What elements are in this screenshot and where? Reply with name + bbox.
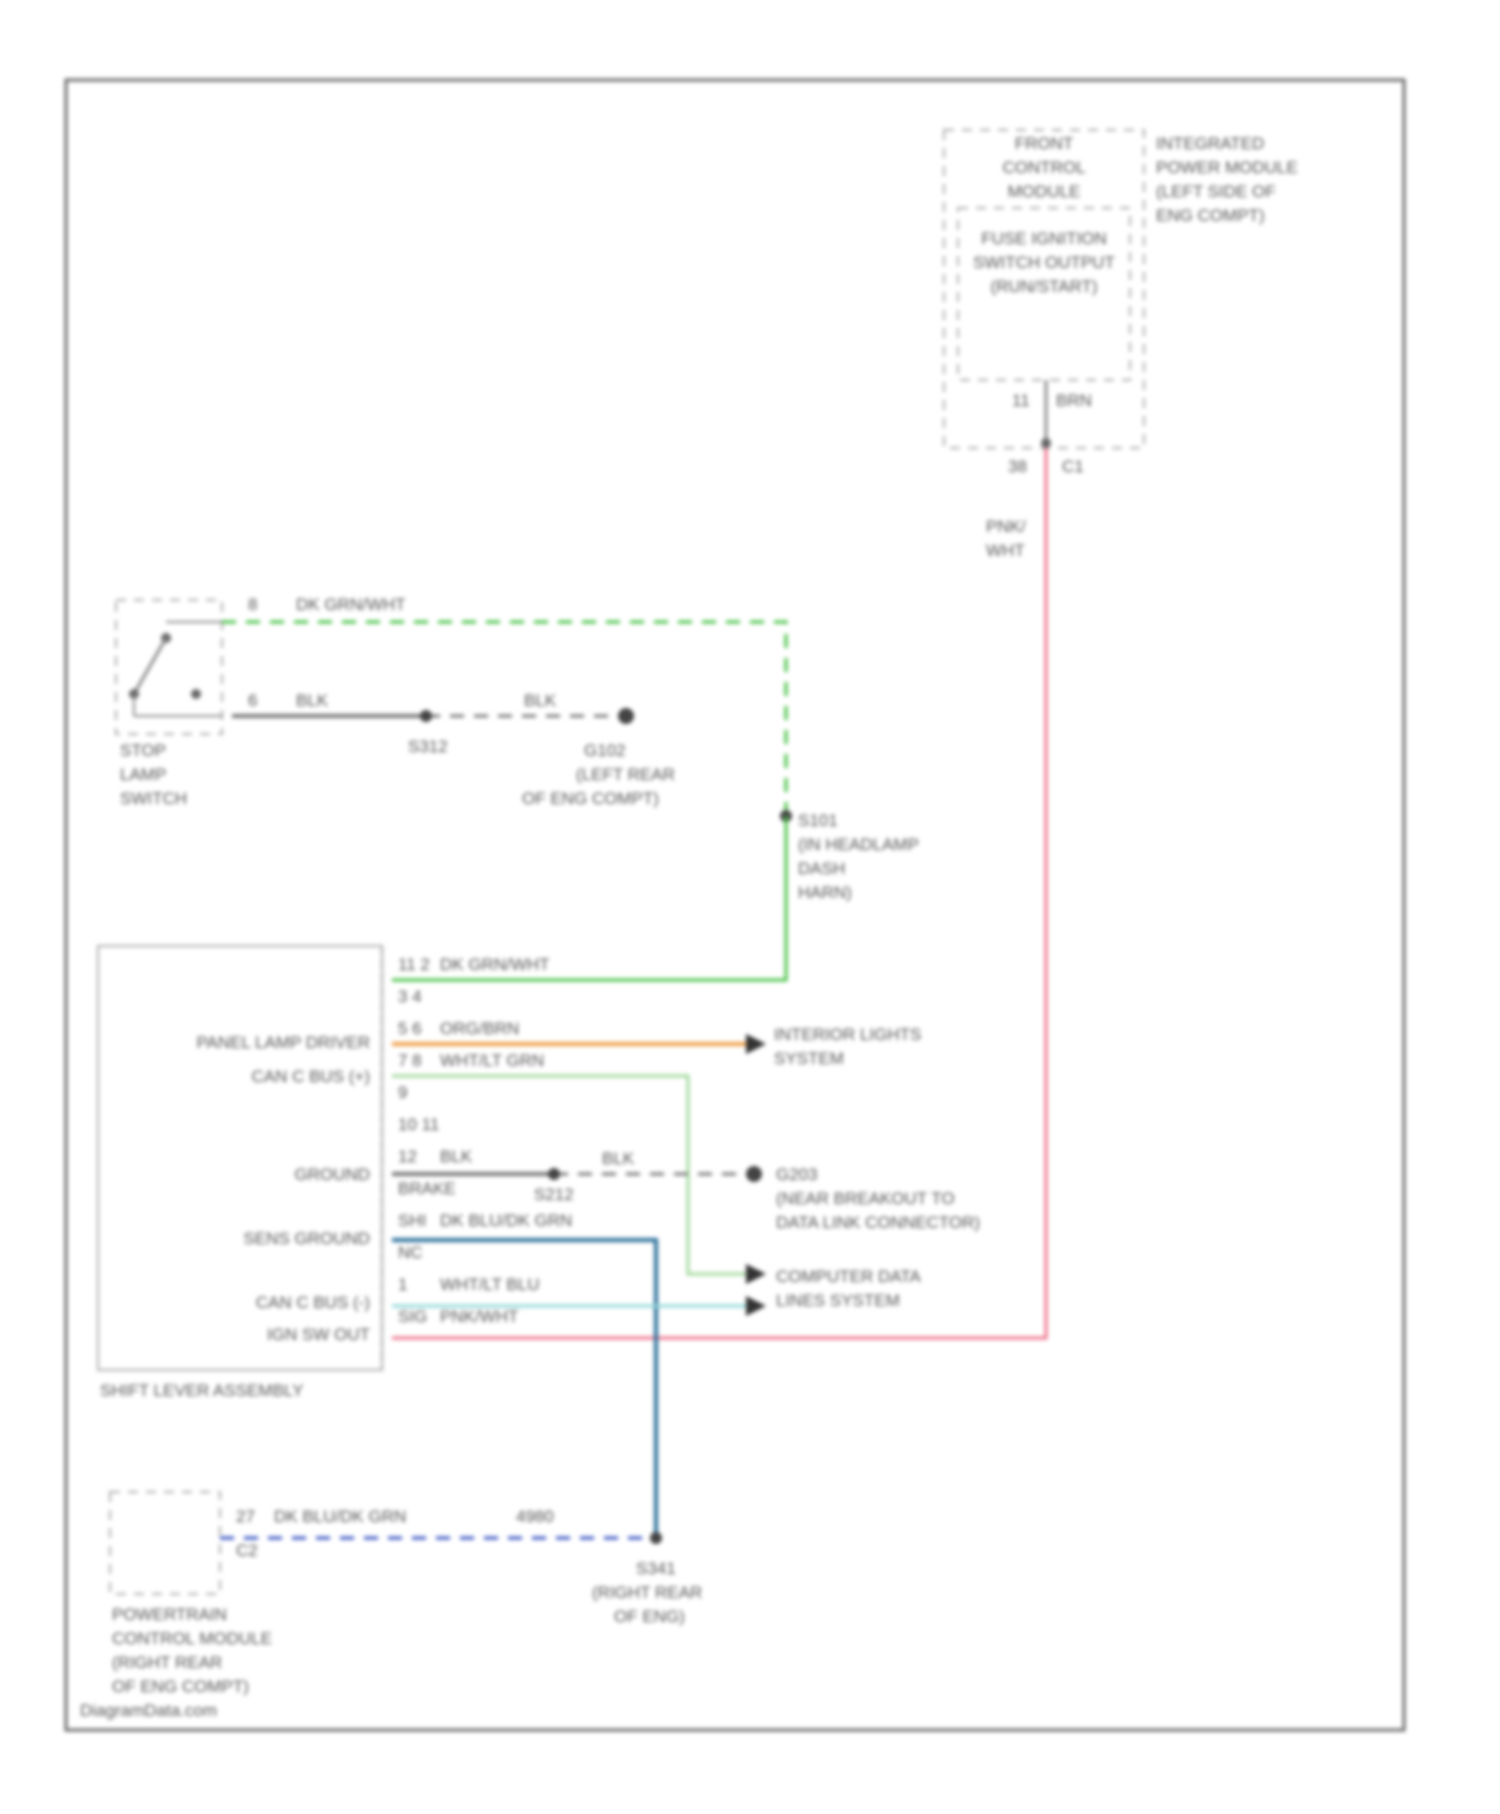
g102-ground — [618, 708, 634, 724]
s101-label-3: DASH — [798, 859, 845, 878]
stop-switch-label-1: STOP — [120, 741, 166, 760]
fn-panel-lamp: PANEL LAMP DRIVER — [196, 1033, 370, 1052]
shift-wire-11: WHT/LT BLU — [440, 1275, 540, 1294]
s341-label-1: S341 — [636, 1559, 676, 1578]
stop-wire-bottom: BLK — [296, 691, 329, 710]
stop-switch-label-3: SWITCH — [120, 789, 187, 808]
shift-pin-2: 3 4 — [398, 987, 422, 1006]
fn-can-c-minus: CAN C BUS (-) — [256, 1293, 370, 1312]
g102-label-3: OF ENG COMPT) — [522, 789, 659, 808]
g203-label-3: DATA LINK CONNECTOR) — [776, 1213, 980, 1232]
shift-wire-1: DK GRN/WHT — [440, 955, 550, 974]
fcm-title-1: FRONT — [1015, 134, 1074, 153]
ipm-title-2: POWER MODULE — [1156, 158, 1298, 177]
g203-ground — [746, 1166, 762, 1182]
shift-pin-3: 5 6 — [398, 1019, 422, 1038]
shift-pin-7: 12 — [398, 1147, 417, 1166]
fuse-title-1: FUSE IGNITION — [981, 229, 1107, 248]
pcm-pin: 27 — [236, 1507, 255, 1526]
fuse-pin: 11 — [1012, 391, 1030, 410]
shift-pin-4: 7 8 — [398, 1051, 422, 1070]
shift-pin-8: BRAKE — [398, 1179, 456, 1198]
integrated-power-module: FRONT CONTROL MODULE FUSE IGNITION SWITC… — [944, 130, 1298, 476]
s212-label: S212 — [534, 1185, 574, 1204]
g203-label-2: (NEAR BREAKOUT TO — [776, 1189, 955, 1208]
computer-data-arrow-2 — [746, 1296, 766, 1316]
shift-pin-10: NC — [398, 1243, 423, 1262]
dk-grn-wht-dashed-wire — [222, 622, 786, 816]
pcm-label-3: (RIGHT REAR — [112, 1653, 222, 1672]
stop-lamp-switch — [116, 600, 222, 734]
interior-lights-1: INTERIOR LIGHTS — [774, 1025, 921, 1044]
pnk-wht-label-2: WHT — [986, 541, 1025, 560]
fn-ign-sw-out: IGN SW OUT — [267, 1325, 370, 1344]
g102-label-1: G102 — [584, 741, 626, 760]
shift-wire-4: WHT/LT GRN — [440, 1051, 544, 1070]
s341-label-3: OF ENG) — [614, 1607, 685, 1626]
s341-label-2: (RIGHT REAR — [592, 1583, 702, 1602]
shift-pin-1: 11 2 — [398, 955, 430, 974]
interior-lights-2: SYSTEM — [774, 1049, 844, 1068]
pcm-conn: C2 — [236, 1541, 258, 1560]
s101-label-2: (IN HEADLAMP — [798, 835, 919, 854]
g102-label-2: (LEFT REAR — [576, 765, 675, 784]
pcm-wire: DK BLU/DK GRN — [274, 1507, 406, 1526]
pnk-wht-label-1: PNK/ — [986, 517, 1026, 536]
s212-splice — [548, 1168, 560, 1180]
pcm-label-1: POWERTRAIN — [112, 1605, 227, 1624]
g203-label-1: G203 — [776, 1165, 818, 1184]
stop-pin-top: 8 — [248, 595, 257, 614]
pcm-label-4: OF ENG COMPT) — [112, 1677, 249, 1696]
fn-sens-ground: SENS GROUND — [243, 1229, 370, 1248]
ipm-title-4: ENG COMPT) — [1156, 206, 1265, 225]
fcm-title-3: MODULE — [1008, 182, 1081, 201]
fuse-title-2: SWITCH OUTPUT — [973, 253, 1115, 272]
shift-wire-9: DK BLU/DK GRN — [440, 1211, 572, 1230]
pcm-wire-right: 4980 — [516, 1507, 554, 1526]
stop-pin-bottom: 6 — [248, 691, 257, 710]
fn-ground: GROUND — [294, 1165, 370, 1184]
shift-lever-functions: PANEL LAMP DRIVER CAN C BUS (+) GROUND S… — [196, 1033, 370, 1344]
shift-pin-12: SIG — [398, 1307, 427, 1326]
ipm-title-3: (LEFT SIDE OF — [1156, 182, 1276, 201]
blk-splice-out: BLK — [524, 691, 557, 710]
shift-pin-11: 1 — [398, 1275, 407, 1294]
ipm-connector: C1 — [1062, 457, 1084, 476]
s341-splice — [650, 1532, 662, 1544]
computer-data-1: COMPUTER DATA — [776, 1267, 921, 1286]
s312-splice — [420, 710, 432, 722]
fcm-title-2: CONTROL — [1002, 158, 1085, 177]
interior-lights-arrow — [746, 1034, 766, 1054]
shift-pin-5: 9 — [398, 1083, 407, 1102]
diagram-frame — [66, 80, 1404, 1730]
fuse-wire: BRN — [1056, 391, 1092, 410]
blk-ground-wire-label: BLK — [602, 1149, 635, 1168]
s101-label-4: HARN) — [798, 883, 852, 902]
fn-can-c-plus: CAN C BUS (+) — [251, 1067, 370, 1086]
computer-data-2: LINES SYSTEM — [776, 1291, 900, 1310]
shift-pin-9: SHI — [398, 1211, 426, 1230]
ipm-pin: 38 — [1008, 457, 1027, 476]
pcm-label-2: CONTROL MODULE — [112, 1629, 272, 1648]
stop-wire-top: DK GRN/WHT — [296, 595, 406, 614]
shift-wire-7: BLK — [440, 1147, 473, 1166]
shift-lever-label: SHIFT LEVER ASSEMBLY — [100, 1381, 303, 1400]
ipm-title-1: INTEGRATED — [1156, 134, 1264, 153]
shift-lever-pins: 11 2 DK GRN/WHT 3 4 5 6 ORG/BRN 7 8 WHT/… — [398, 955, 572, 1326]
s312-label: S312 — [408, 737, 448, 756]
shift-wire-3: ORG/BRN — [440, 1019, 519, 1038]
powertrain-control-module — [110, 1492, 220, 1594]
fuse-title-3: (RUN/START) — [990, 277, 1097, 296]
shift-wire-12: PNK/WHT — [440, 1307, 518, 1326]
shift-pin-6: 10 11 — [398, 1115, 439, 1134]
watermark: DiagramData.com — [80, 1701, 217, 1720]
computer-data-arrow-1 — [746, 1264, 766, 1284]
stop-switch-label-2: LAMP — [120, 765, 166, 784]
s101-label-1: S101 — [798, 811, 838, 830]
